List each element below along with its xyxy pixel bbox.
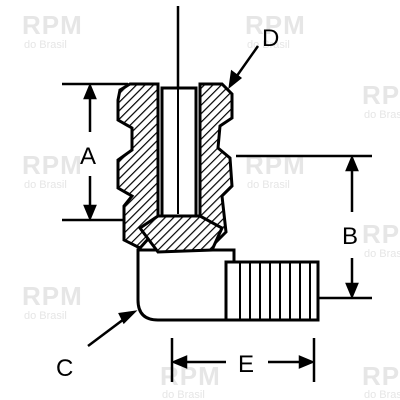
leader-lines bbox=[87, 45, 260, 347]
watermark: RPM do Brasil bbox=[160, 361, 221, 400]
svg-text:RPM: RPM bbox=[362, 219, 400, 249]
dimension-e-lines bbox=[170, 338, 316, 382]
svg-text:do Brasil: do Brasil bbox=[162, 389, 205, 400]
watermark: RPM do Brasil bbox=[362, 361, 400, 400]
watermark: RPM do Brasil bbox=[22, 10, 83, 51]
watermark: RPM do Brasil bbox=[22, 150, 83, 191]
svg-text:do Brasil: do Brasil bbox=[364, 248, 400, 260]
svg-text:RPM: RPM bbox=[245, 10, 306, 40]
svg-text:RPM: RPM bbox=[362, 361, 400, 391]
svg-text:RPM: RPM bbox=[160, 361, 221, 391]
dimension-label-a: A bbox=[80, 143, 96, 170]
svg-text:RPM: RPM bbox=[22, 150, 83, 180]
dimension-label-c: C bbox=[56, 355, 73, 382]
svg-text:RPM: RPM bbox=[22, 10, 83, 40]
dimension-a-extension-lines bbox=[62, 82, 128, 222]
svg-text:do Brasil: do Brasil bbox=[364, 389, 400, 400]
svg-text:do Brasil: do Brasil bbox=[24, 310, 67, 322]
svg-text:do Brasil: do Brasil bbox=[24, 39, 67, 51]
watermark-group: RPM do Brasil RPM do Brasil RPM do Brasi… bbox=[22, 10, 400, 400]
elbow-body bbox=[136, 248, 236, 322]
svg-text:RPM: RPM bbox=[22, 281, 83, 311]
watermark: RPM do Brasil bbox=[22, 281, 83, 322]
watermark: RPM do Brasil bbox=[362, 80, 400, 121]
svg-text:RPM: RPM bbox=[362, 80, 400, 110]
svg-text:do Brasil: do Brasil bbox=[24, 179, 67, 191]
dimension-label-d: D bbox=[262, 25, 279, 52]
side-threaded-outlet bbox=[224, 260, 320, 322]
watermark: RPM do Brasil bbox=[362, 219, 400, 260]
svg-text:do Brasil: do Brasil bbox=[247, 179, 290, 191]
svg-text:do Brasil: do Brasil bbox=[364, 109, 400, 121]
dimension-label-e: E bbox=[238, 351, 254, 378]
dimension-label-b: B bbox=[342, 223, 358, 250]
svg-text:RPM: RPM bbox=[245, 150, 306, 180]
swivel-nut-section bbox=[116, 82, 234, 254]
dimension-b-extension-lines bbox=[236, 154, 372, 300]
